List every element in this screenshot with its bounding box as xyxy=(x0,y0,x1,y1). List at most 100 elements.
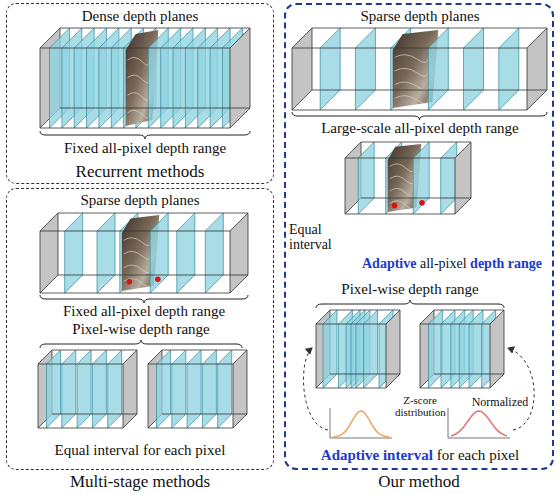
volume-end xyxy=(490,310,504,388)
volume-end xyxy=(230,28,250,128)
depth-plane xyxy=(77,350,91,428)
depth-plane xyxy=(205,213,223,293)
volume-edge xyxy=(292,28,547,110)
depth-plane xyxy=(62,350,76,428)
annotation-label: Z-score distribution xyxy=(395,394,445,418)
label-word: Adaptive xyxy=(321,447,379,463)
depth-plane xyxy=(358,142,374,214)
depth-plane xyxy=(355,28,375,110)
depth-plane xyxy=(469,310,483,388)
volume-edge xyxy=(38,350,137,428)
volume-edge xyxy=(40,213,248,293)
annotation-label: Dense depth planes xyxy=(82,8,199,25)
annotation-label: Pixel-wise depth range xyxy=(72,321,209,338)
depth-plane xyxy=(65,213,83,293)
pixel-dot xyxy=(155,277,161,283)
plot-axis xyxy=(330,408,392,438)
terrain-ridge xyxy=(395,82,429,90)
method-panel: Recurrent methods xyxy=(6,3,274,184)
panel-caption: Multi-stage methods xyxy=(7,472,273,491)
volume-end xyxy=(455,142,471,214)
depth-plane xyxy=(218,350,232,428)
label-word: all-pixel xyxy=(420,256,467,271)
terrain-ridge xyxy=(390,201,415,209)
annotation-label: Equal interval xyxy=(289,222,343,253)
annotation-label: Pixel-wise depth range xyxy=(341,281,478,298)
distribution-curve xyxy=(451,411,507,436)
label-word: depth xyxy=(470,256,504,271)
terrain-ridge xyxy=(395,55,429,63)
label-word: range xyxy=(508,256,542,271)
terrain-ridge xyxy=(128,75,150,83)
depth-volume xyxy=(148,350,247,428)
volume-edge xyxy=(40,28,250,128)
terrain-ridge xyxy=(128,93,150,101)
annotation-label: Fixed all-pixel depth range xyxy=(64,140,226,157)
range-brace xyxy=(40,340,242,348)
depth-plane xyxy=(92,350,106,428)
depth-volume xyxy=(40,213,248,293)
label-word: Adaptive xyxy=(362,256,416,271)
terrain-ridge xyxy=(124,265,151,273)
depth-volume xyxy=(40,28,250,128)
volume-edge xyxy=(420,310,504,388)
annotation-label: Adaptive interval for each pixel xyxy=(321,447,519,464)
terrain-ridge xyxy=(124,251,151,259)
annotation-label: Normalized xyxy=(472,396,529,409)
depth-volume xyxy=(38,350,137,428)
volume-end xyxy=(292,28,312,110)
volume-end xyxy=(386,310,400,388)
terrain-ridge xyxy=(390,164,415,172)
terrain-ridge xyxy=(124,279,151,287)
terrain-ridge xyxy=(395,68,429,76)
depth-plane xyxy=(428,310,442,388)
pixel-dot xyxy=(392,203,398,209)
depth-plane xyxy=(177,213,195,293)
depth-plane xyxy=(202,350,216,428)
annotation-label: Fixed all-pixel depth range xyxy=(63,303,225,320)
range-brace xyxy=(40,131,250,139)
terrain-ridge xyxy=(395,96,429,104)
range-brace xyxy=(316,300,504,308)
depth-plane xyxy=(441,142,457,214)
annotation-label: Equal interval for each pixel xyxy=(55,442,226,459)
terrain-ridge xyxy=(128,57,150,65)
panel-caption: Recurrent methods xyxy=(7,162,273,181)
depth-plane xyxy=(172,350,186,428)
volume-end xyxy=(527,28,547,110)
depth-volume xyxy=(316,310,400,388)
label-word: interval xyxy=(383,447,433,463)
depth-plane xyxy=(150,213,168,293)
label-word: for xyxy=(437,447,455,463)
panel-caption: Our method xyxy=(286,472,552,491)
volume-end xyxy=(40,213,58,293)
depth-volume xyxy=(345,142,471,214)
depth-plane xyxy=(157,350,171,428)
depth-plane xyxy=(364,310,378,388)
depth-volume xyxy=(420,310,504,388)
annotation-label: Sparse depth planes xyxy=(80,192,199,209)
terrain-ridge xyxy=(128,110,150,118)
depth-plane xyxy=(323,310,337,388)
depth-plane xyxy=(464,28,484,110)
dashed-arrow xyxy=(304,348,328,430)
volume-edge xyxy=(148,350,247,428)
range-brace xyxy=(40,295,248,303)
pixel-dot xyxy=(419,200,425,206)
volume-end xyxy=(233,350,247,428)
range-brace xyxy=(292,112,547,120)
depth-plane xyxy=(413,142,429,214)
terrain-ridge xyxy=(124,238,151,246)
annotation-label: Adaptive all-pixel depth range xyxy=(362,256,542,271)
label-word: each xyxy=(458,447,485,463)
depth-plane xyxy=(428,28,448,110)
label-word: pixel xyxy=(489,447,519,463)
annotation-label: Sparse depth planes xyxy=(360,8,479,25)
depth-plane xyxy=(108,350,122,428)
depth-plane xyxy=(320,28,340,110)
volume-edge xyxy=(345,142,471,214)
depth-volume xyxy=(292,28,547,110)
depth-plane xyxy=(47,350,61,428)
terrain-ridge xyxy=(390,176,415,184)
